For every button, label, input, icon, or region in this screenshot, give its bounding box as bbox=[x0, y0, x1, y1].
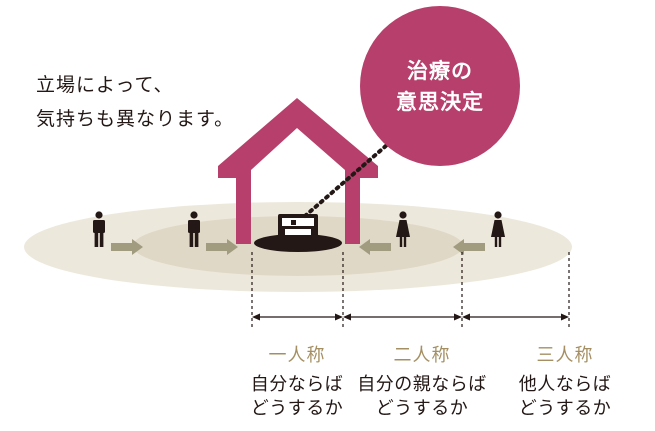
range-arrows bbox=[252, 313, 569, 321]
perspective-title: 二人称 bbox=[393, 345, 451, 366]
hospital-bed-icon bbox=[278, 214, 318, 242]
perspective-desc-line-2: どうするか bbox=[375, 398, 469, 419]
perspective-desc-line-1: 他人ならば bbox=[518, 374, 612, 395]
range-dividers bbox=[251, 252, 570, 330]
first-person-area bbox=[254, 234, 342, 252]
perspective-desc-line-2: どうするか bbox=[250, 398, 344, 419]
bubble-line-2: 意思決定 bbox=[396, 90, 484, 114]
perspective-title: 三人称 bbox=[536, 345, 594, 366]
bubble-line-1: 治療の bbox=[407, 59, 473, 83]
third-person-label: 三人称 他人ならば どうするか bbox=[490, 344, 640, 421]
perspective-desc-line-1: 自分の親ならば bbox=[357, 374, 487, 395]
connector-dots bbox=[303, 136, 397, 218]
house-outline-icon bbox=[218, 98, 378, 244]
intro-line-1: 立場によって、 bbox=[36, 74, 174, 96]
decision-bubble-label: 治療の 意思決定 bbox=[372, 56, 508, 118]
perspective-desc-line-2: どうするか bbox=[518, 398, 612, 419]
intro-text: 立場によって、 気持ちも異なります。 bbox=[36, 68, 234, 136]
perspective-title: 一人称 bbox=[268, 345, 326, 366]
decision-bubble bbox=[360, 6, 520, 166]
first-person-label: 一人称 自分ならば どうするか bbox=[222, 344, 372, 421]
perspective-desc-line-1: 自分ならば bbox=[250, 374, 344, 395]
intro-line-2: 気持ちも異なります。 bbox=[36, 108, 235, 130]
second-person-label: 二人称 自分の親ならば どうするか bbox=[347, 344, 497, 421]
